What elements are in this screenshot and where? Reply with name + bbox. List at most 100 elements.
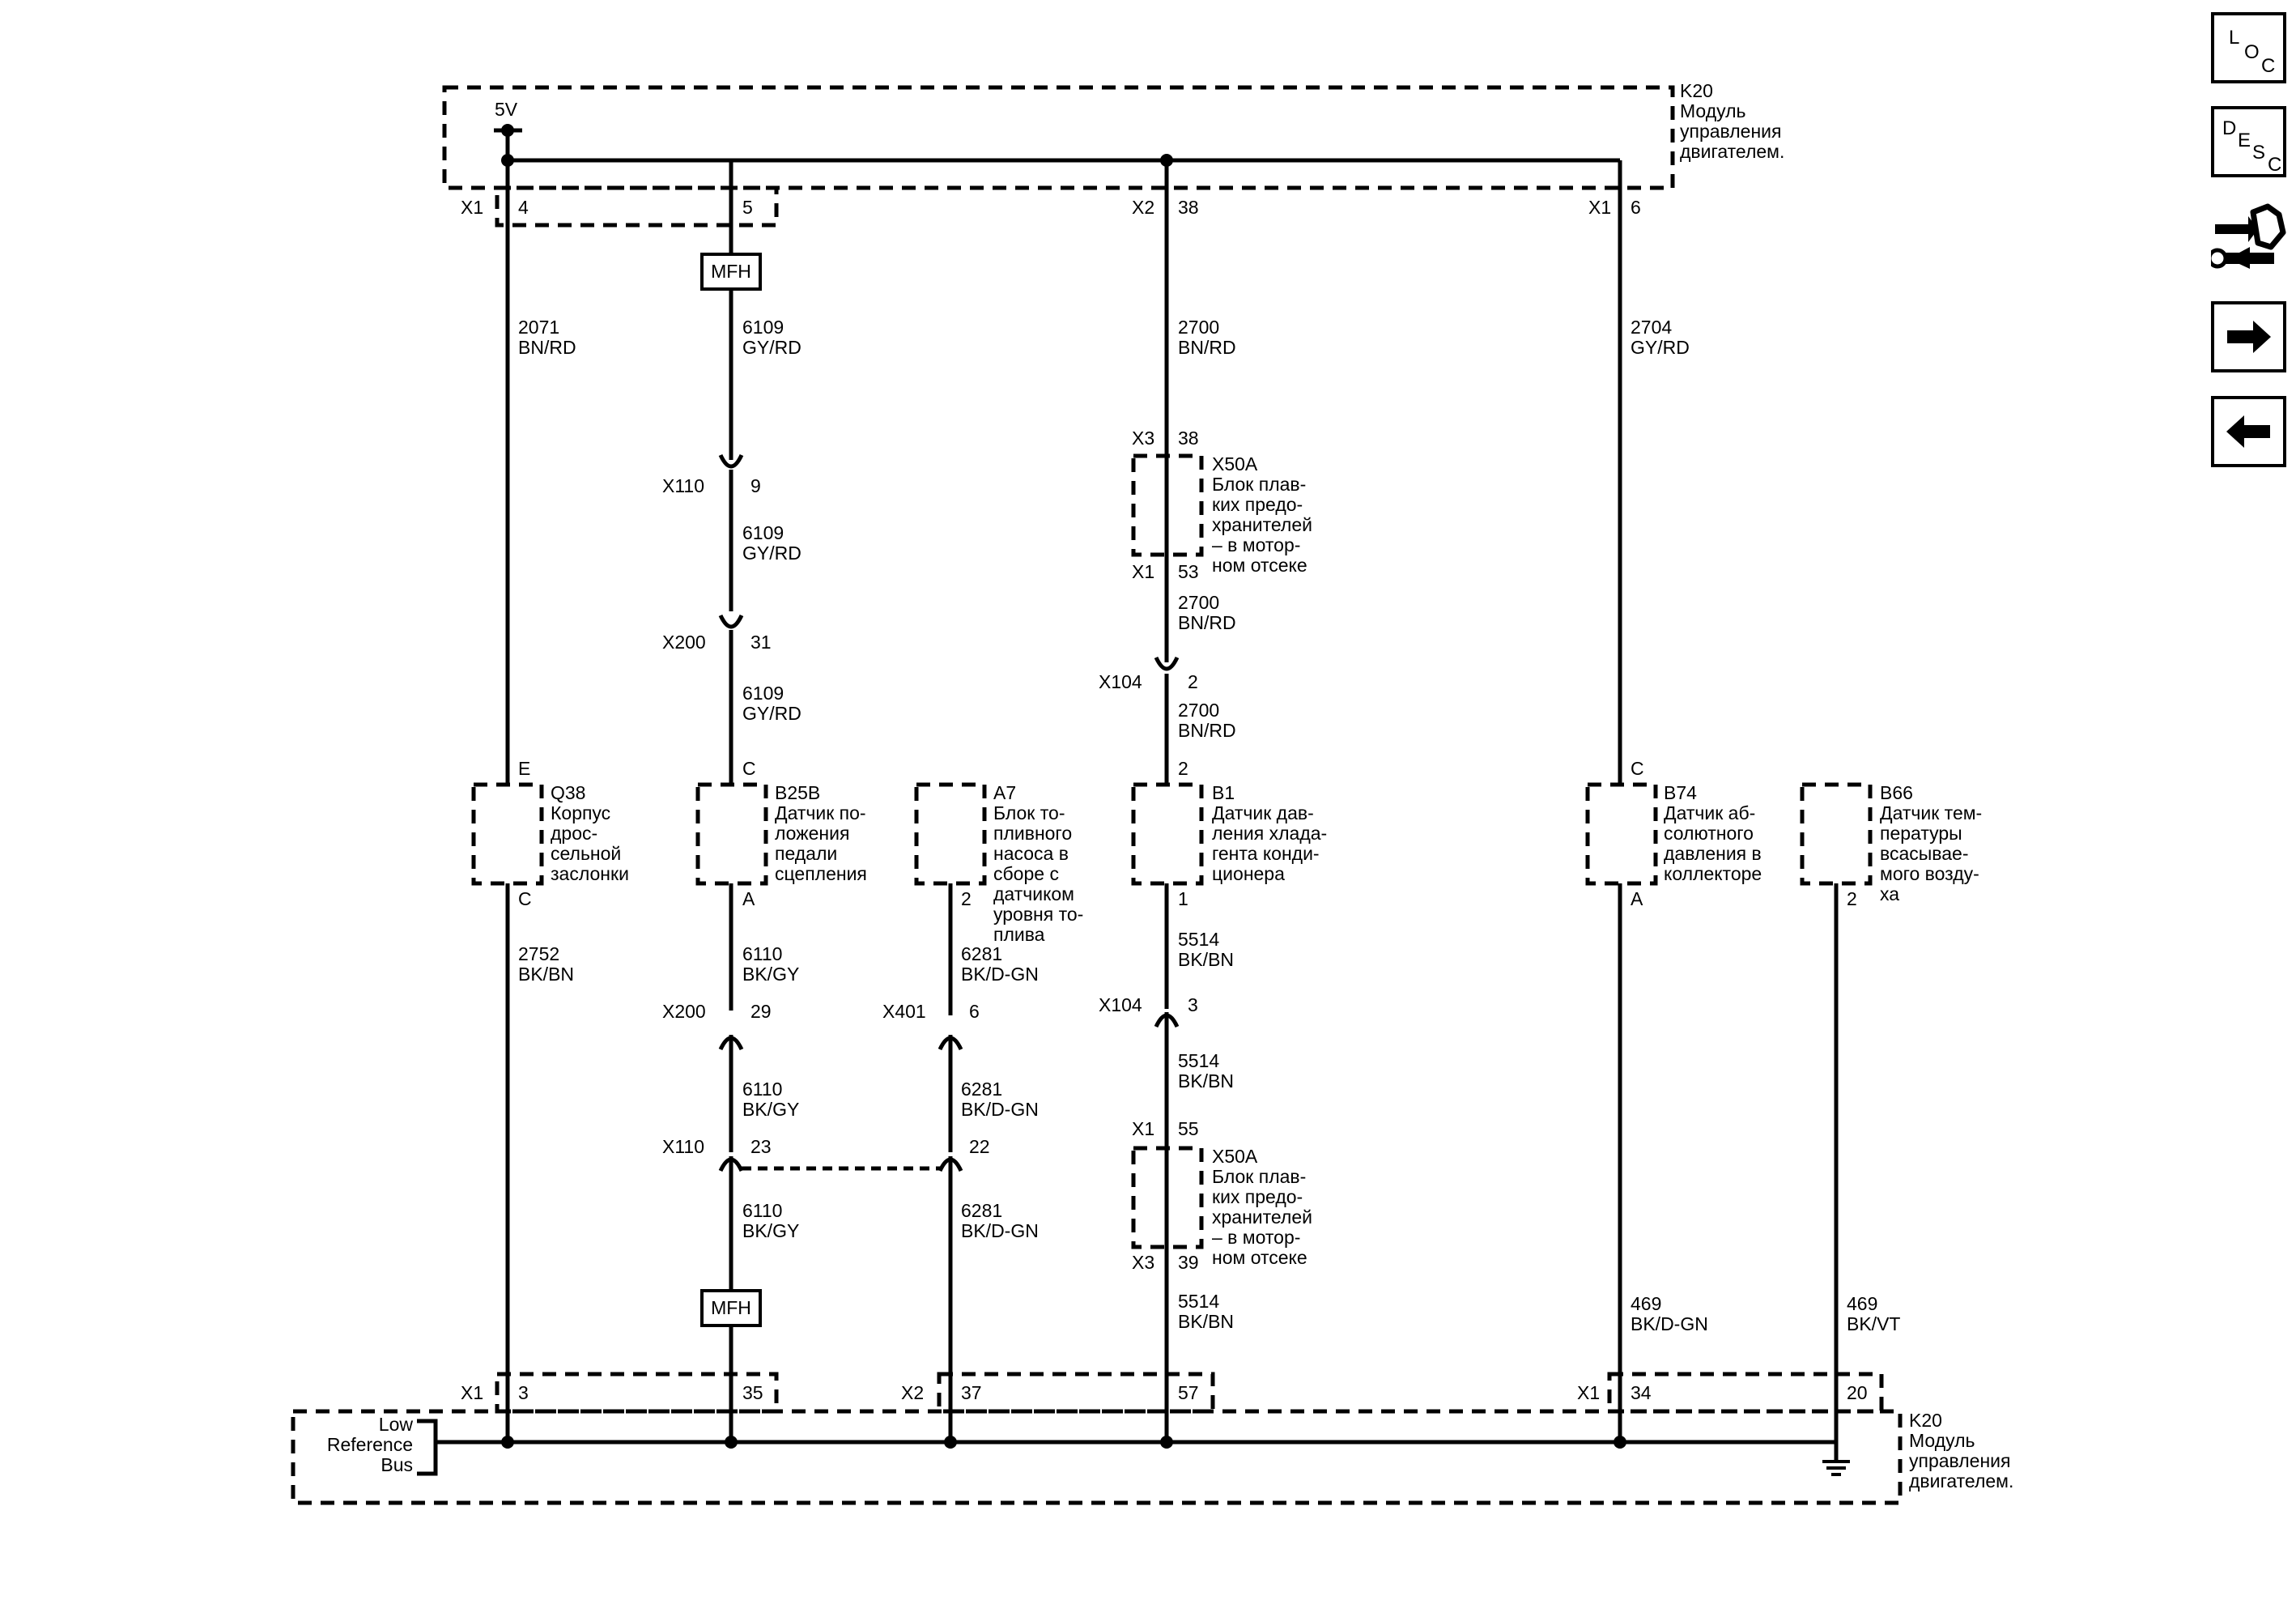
previous-page-button[interactable] <box>2211 396 2286 467</box>
component-desc: ха <box>1880 883 1899 904</box>
pin-label: 2 <box>961 888 972 909</box>
ecm-connectors-top: X1 4 5 X2 38 X1 6 <box>461 185 1641 228</box>
fuse-block-id: X50A <box>1212 1146 1258 1167</box>
inline-connector-icon <box>718 614 744 629</box>
connector-label: X104 <box>1099 671 1142 692</box>
component-desc: мого возду- <box>1880 863 1979 884</box>
pin-label: 38 <box>1178 428 1199 449</box>
wire-color-label: BK/GY <box>742 1099 799 1120</box>
k20-top-id: K20 <box>1680 80 1713 101</box>
splice-dot <box>1614 1436 1626 1449</box>
k20-top-name: двигателем. <box>1680 141 1784 162</box>
component-desc: солютного <box>1664 823 1754 844</box>
component-a7 <box>914 782 987 886</box>
ground-icon <box>1822 1442 1850 1476</box>
wire-color-label: BN/RD <box>518 337 576 358</box>
low-reference-bus-label: Bus <box>381 1454 413 1475</box>
pin-label: 57 <box>1178 1382 1199 1403</box>
fuse-block-desc: ких предо- <box>1212 494 1303 515</box>
q38-circuit: 2071 BN/RD E Q38 Корпус дрос- сельной за… <box>471 160 629 1442</box>
wire-color-label: BK/D-GN <box>961 1099 1039 1120</box>
component-id: Q38 <box>551 782 585 803</box>
component-desc: ционера <box>1212 863 1285 884</box>
connector-label: X110 <box>662 1136 704 1157</box>
connector-label: X2 <box>901 1382 924 1403</box>
connector-label: X1 <box>461 1382 483 1403</box>
component-id: B25B <box>775 782 820 803</box>
k20-top-name: Модуль <box>1680 100 1746 121</box>
component-desc: коллекторе <box>1664 863 1762 884</box>
connector-label: X3 <box>1132 1252 1154 1273</box>
wire-circuit-label: 5514 <box>1178 1291 1219 1312</box>
supply-label: 5V <box>495 99 518 120</box>
component-desc: гента конди- <box>1212 843 1320 864</box>
connector-label: X2 <box>1132 197 1154 218</box>
fuse-block-desc: хранителей <box>1212 514 1312 535</box>
b25b-circuit: MFH 6109 GY/RD X110 9 6109 GY/RD X200 31… <box>662 160 941 1442</box>
pin-label: 20 <box>1847 1382 1868 1403</box>
connector-label: X1 <box>461 197 483 218</box>
b66-circuit: B66 Датчик тем- пературы всасывае- мого … <box>1800 782 1982 1442</box>
b1-circuit: 2700 BN/RD X3 38 X50A Блок плав- ких пре… <box>1099 160 1327 1442</box>
fuse-block-desc: – в мотор- <box>1212 1227 1300 1248</box>
fuse-block-desc: хранителей <box>1212 1206 1312 1228</box>
component-desc: дрос- <box>551 823 597 844</box>
component-desc: сельной <box>551 843 621 864</box>
pin-label: 37 <box>961 1382 982 1403</box>
component-id: B74 <box>1664 782 1697 803</box>
wire-color-label: BK/BN <box>518 964 574 985</box>
connector-label: X1 <box>1132 1118 1154 1139</box>
component-id: A7 <box>993 782 1016 803</box>
pin-label: 34 <box>1631 1382 1652 1403</box>
ecm-connectors-bottom: X1 3 35 X2 37 57 X1 34 20 <box>461 1372 1884 1414</box>
pin-label: 2 <box>1847 888 1857 909</box>
description-button[interactable]: D E S C <box>2211 106 2286 177</box>
connector-label: X200 <box>662 1001 706 1022</box>
desc-letter: C <box>2268 154 2282 176</box>
wire-circuit-label: 6281 <box>961 1079 1002 1100</box>
connector-tool-icon[interactable] <box>2207 202 2286 279</box>
pin-label: 1 <box>1178 888 1188 909</box>
location-button[interactable]: L O C <box>2211 12 2286 83</box>
wire-circuit-label: 6109 <box>742 683 784 704</box>
component-desc: уровня то- <box>993 904 1083 925</box>
component-desc: Датчик по- <box>775 802 866 823</box>
component-desc: сборе с <box>993 863 1059 884</box>
fuse-block-desc: ких предо- <box>1212 1186 1303 1207</box>
k20-bottom-name: Модуль <box>1909 1430 1975 1451</box>
wire-circuit-label: 5514 <box>1178 929 1219 950</box>
component-b74 <box>1585 782 1658 886</box>
wire-color-label: BK/D-GN <box>961 1220 1039 1241</box>
fuse-block-desc: Блок плав- <box>1212 474 1306 495</box>
splice-dot <box>1160 1436 1173 1449</box>
wire-color-label: BK/GY <box>742 964 799 985</box>
component-desc: пливного <box>993 823 1072 844</box>
component-b1 <box>1131 782 1204 886</box>
component-b66 <box>1800 782 1873 886</box>
wire-circuit-label: 6281 <box>961 1200 1002 1221</box>
pin-label: C <box>742 758 756 779</box>
fuse-block-desc: ном отсеке <box>1212 1247 1307 1268</box>
pin-label: C <box>1631 758 1644 779</box>
k20-top-name: управления <box>1680 121 1781 142</box>
pin-label: 3 <box>518 1382 529 1403</box>
wire-color-label: BK/VT <box>1847 1313 1900 1334</box>
desc-letter: E <box>2238 130 2251 151</box>
pin-label: E <box>518 758 530 779</box>
wire-color-label: BK/GY <box>742 1220 799 1241</box>
wire-circuit-label: 2700 <box>1178 317 1219 338</box>
mfh-fuse <box>700 253 762 291</box>
wire-color-label: BN/RD <box>1178 337 1236 358</box>
a7-circuit: A7 Блок то- пливного насоса в сборе с да… <box>882 782 1083 1442</box>
pin-label: 53 <box>1178 561 1199 582</box>
wire-color-label: BN/RD <box>1178 612 1236 633</box>
next-page-button[interactable] <box>2211 301 2286 372</box>
component-q38 <box>471 782 544 886</box>
loc-letter: O <box>2244 41 2260 63</box>
splice-dot <box>944 1436 957 1449</box>
wire-color-label: GY/RD <box>1631 337 1690 358</box>
pin-label: 6 <box>1631 197 1641 218</box>
k20-bottom-name: двигателем. <box>1909 1470 2013 1491</box>
pin-label: 23 <box>750 1136 772 1157</box>
connector-label: X401 <box>882 1001 926 1022</box>
